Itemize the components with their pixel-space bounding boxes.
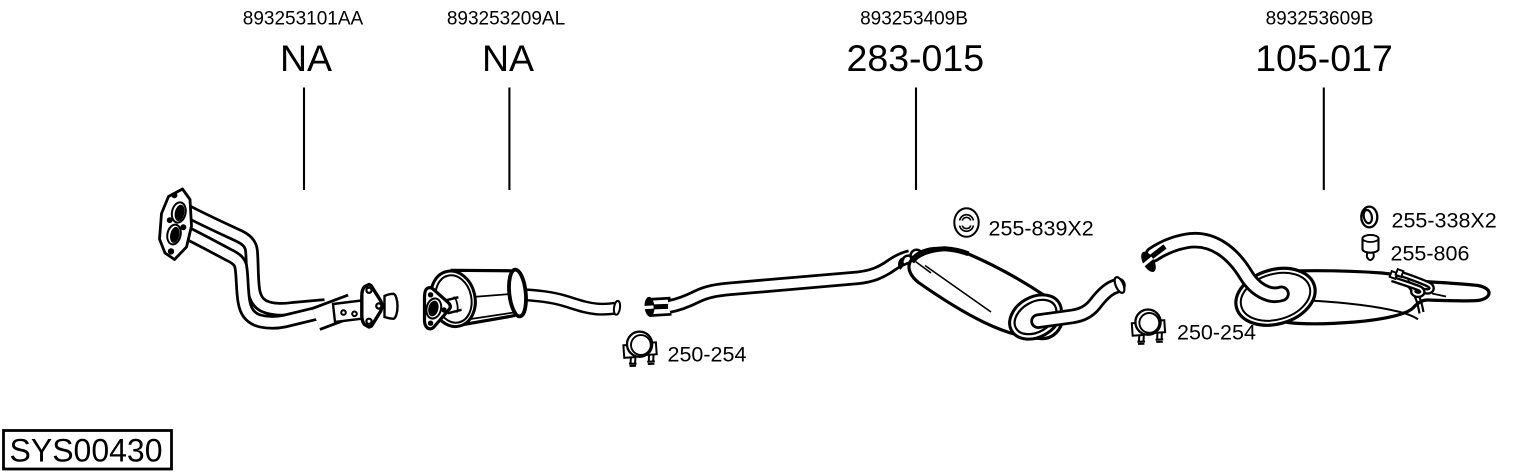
svg-text:NA: NA [280,37,332,79]
svg-text:105-017: 105-017 [1255,37,1393,79]
svg-text:255-839X2: 255-839X2 [989,217,1094,241]
svg-text:893253101AA: 893253101AA [243,8,364,29]
svg-text:250-254: 250-254 [668,343,747,367]
svg-text:283-015: 283-015 [846,37,984,79]
svg-text:255-806: 255-806 [1391,242,1470,266]
svg-text:893253209AL: 893253209AL [447,8,565,29]
svg-text:SYS00430: SYS00430 [10,432,163,468]
svg-text:893253609B: 893253609B [1266,8,1374,29]
svg-text:250-254: 250-254 [1177,321,1256,345]
svg-text:NA: NA [482,37,534,79]
svg-text:893253409B: 893253409B [860,8,968,29]
svg-text:255-338X2: 255-338X2 [1392,209,1497,233]
